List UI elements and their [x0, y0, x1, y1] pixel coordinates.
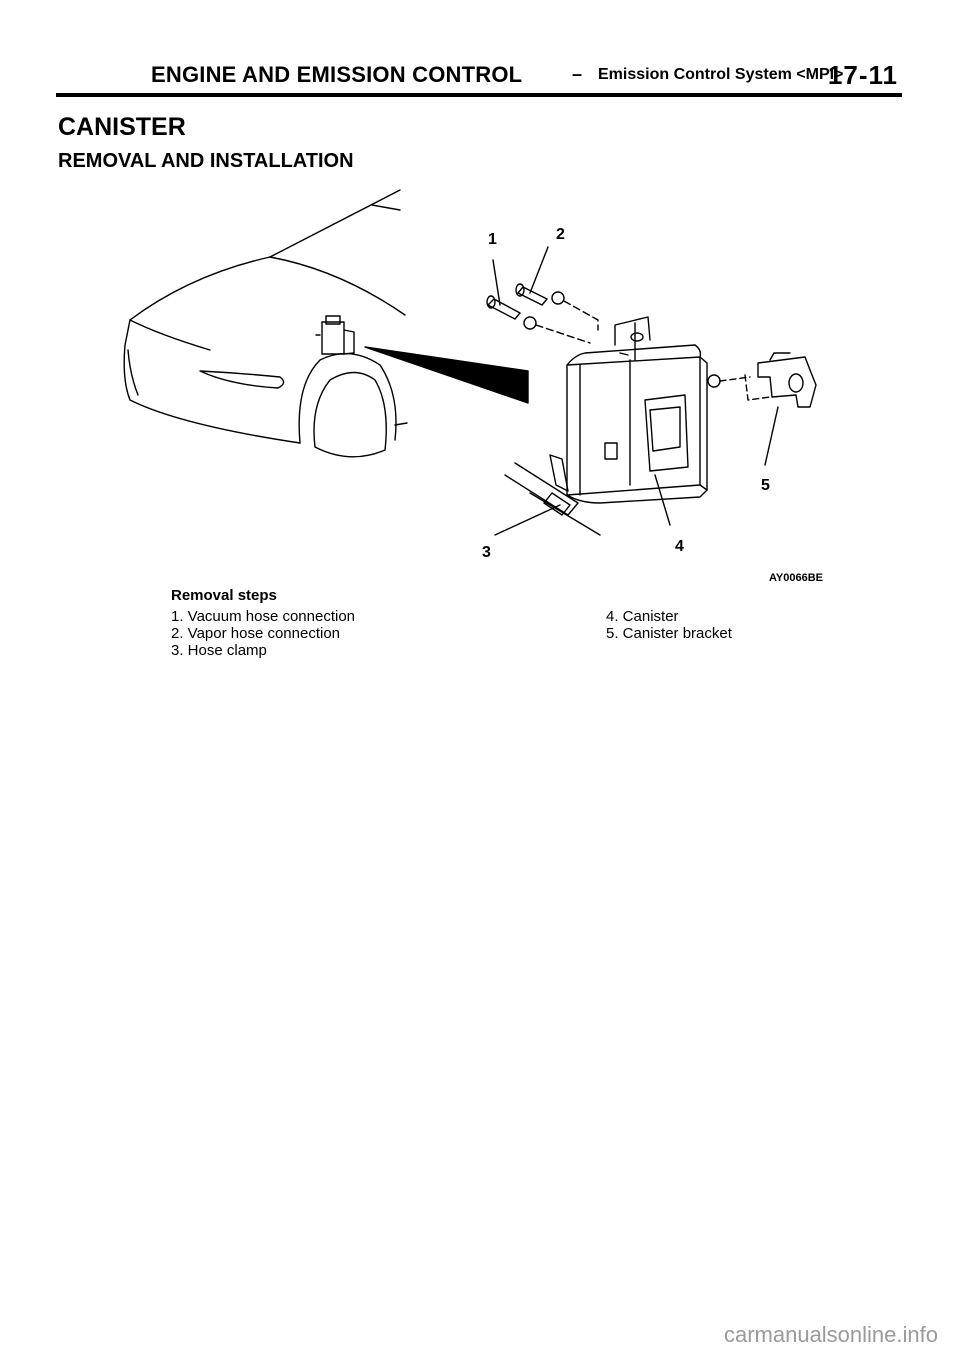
removal-steps-heading: Removal steps [171, 587, 277, 604]
removal-step: 1. Vacuum hose connection [171, 608, 356, 625]
removal-steps-list-left: 1. Vacuum hose connection 2. Vapor hose … [171, 608, 355, 659]
page-number: 17-11 [827, 60, 898, 90]
callout-3: 3 [482, 544, 491, 561]
removal-step: 5. Canister bracket [606, 625, 732, 642]
canister-drawing [566, 316, 708, 504]
page-header: ENGINE AND EMISSION CONTROL – Emission C… [56, 58, 902, 98]
removal-step: 3. Hose clamp [171, 642, 267, 659]
vehicle-front-drawing [123, 189, 408, 458]
location-pointer [364, 346, 529, 404]
callout-1: 1 [488, 231, 497, 248]
section-title: Emission Control System <MPI> [598, 66, 844, 83]
callout-2: 2 [556, 226, 565, 243]
site-watermark: carmanualsonline.info [723, 1322, 938, 1347]
figure-code: AY0066BE [769, 572, 823, 584]
removal-steps-list-right: 4. Canister 5. Canister bracket [606, 608, 732, 642]
canister-illustration: 1 2 3 4 5 AY0066BE [110, 185, 850, 585]
canister-bracket-drawing [707, 352, 817, 408]
hose-connections-drawing [486, 283, 599, 344]
removal-step: 2. Vapor hose connection [171, 625, 341, 642]
page-title: CANISTER [58, 113, 186, 141]
chapter-title: ENGINE AND EMISSION CONTROL [151, 62, 523, 87]
header-rule [56, 93, 902, 97]
removal-step: 4. Canister [606, 608, 679, 625]
header-dash: – [572, 64, 583, 84]
hose-clamp-drawing [504, 454, 601, 536]
callout-4: 4 [675, 538, 684, 555]
callout-5: 5 [761, 477, 770, 494]
procedure-subtitle: REMOVAL AND INSTALLATION [58, 150, 354, 172]
